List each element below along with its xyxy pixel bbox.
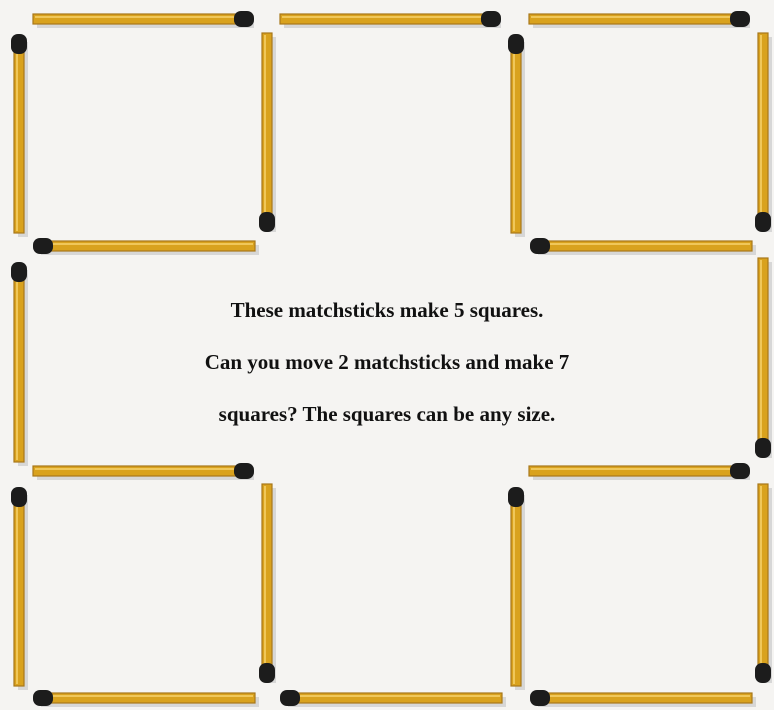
- matchstick-body: [33, 14, 250, 24]
- question-line-1: These matchsticks make 5 squares.: [80, 284, 694, 336]
- matchstick: [508, 487, 525, 690]
- matchstick-body: [758, 33, 768, 228]
- matchstick-head: [755, 663, 771, 683]
- matchstick-head: [11, 34, 27, 54]
- matchstick-body: [511, 491, 521, 686]
- matchstick: [755, 258, 772, 458]
- matchstick: [33, 238, 259, 255]
- matchstick-head: [33, 690, 53, 706]
- matchstick-body: [284, 693, 502, 703]
- matchstick-head: [234, 11, 254, 27]
- matchstick-body: [33, 466, 250, 476]
- question-line-2: Can you move 2 matchsticks and make 7: [80, 336, 694, 388]
- matchstick: [508, 34, 525, 237]
- matchstick: [33, 463, 254, 480]
- matchstick: [530, 690, 756, 707]
- matchstick: [11, 262, 28, 466]
- matchstick-head: [730, 11, 750, 27]
- matchstick: [755, 484, 772, 683]
- matchstick: [530, 238, 756, 255]
- matchstick-head: [259, 663, 275, 683]
- matchstick-head: [755, 438, 771, 458]
- matchstick-body: [758, 258, 768, 454]
- matchstick-head: [530, 690, 550, 706]
- matchstick-body: [14, 38, 24, 233]
- matchstick-body: [511, 38, 521, 233]
- matchstick-head: [508, 34, 524, 54]
- matchstick-body: [14, 491, 24, 686]
- matchstick: [755, 33, 772, 232]
- matchstick: [259, 484, 276, 683]
- matchstick: [11, 34, 28, 237]
- matchstick-head: [530, 238, 550, 254]
- matchstick-head: [33, 238, 53, 254]
- matchstick-body: [262, 33, 272, 228]
- matchstick: [280, 11, 501, 28]
- matchstick-head: [259, 212, 275, 232]
- matchstick: [33, 690, 259, 707]
- matchstick-head: [11, 487, 27, 507]
- matchstick-head: [481, 11, 501, 27]
- matchstick-head: [508, 487, 524, 507]
- matchstick-body: [529, 466, 746, 476]
- matchstick-body: [534, 241, 752, 251]
- matchstick-body: [758, 484, 768, 679]
- matchstick: [529, 463, 750, 480]
- matchstick: [280, 690, 506, 707]
- matchstick: [529, 11, 750, 28]
- matchstick-head: [755, 212, 771, 232]
- matchstick-body: [14, 266, 24, 462]
- matchstick-head: [280, 690, 300, 706]
- matchstick-head: [234, 463, 254, 479]
- question-line-3: squares? The squares can be any size.: [80, 388, 694, 440]
- matchstick-head: [730, 463, 750, 479]
- matchstick-body: [529, 14, 746, 24]
- matchstick-body: [262, 484, 272, 679]
- matchstick-body: [280, 14, 497, 24]
- matchstick: [11, 487, 28, 690]
- puzzle-question: These matchsticks make 5 squares. Can yo…: [80, 284, 694, 440]
- matchstick-body: [37, 693, 255, 703]
- matchstick-head: [11, 262, 27, 282]
- matchstick-body: [534, 693, 752, 703]
- matchstick: [259, 33, 276, 232]
- matchstick: [33, 11, 254, 28]
- matchstick-body: [37, 241, 255, 251]
